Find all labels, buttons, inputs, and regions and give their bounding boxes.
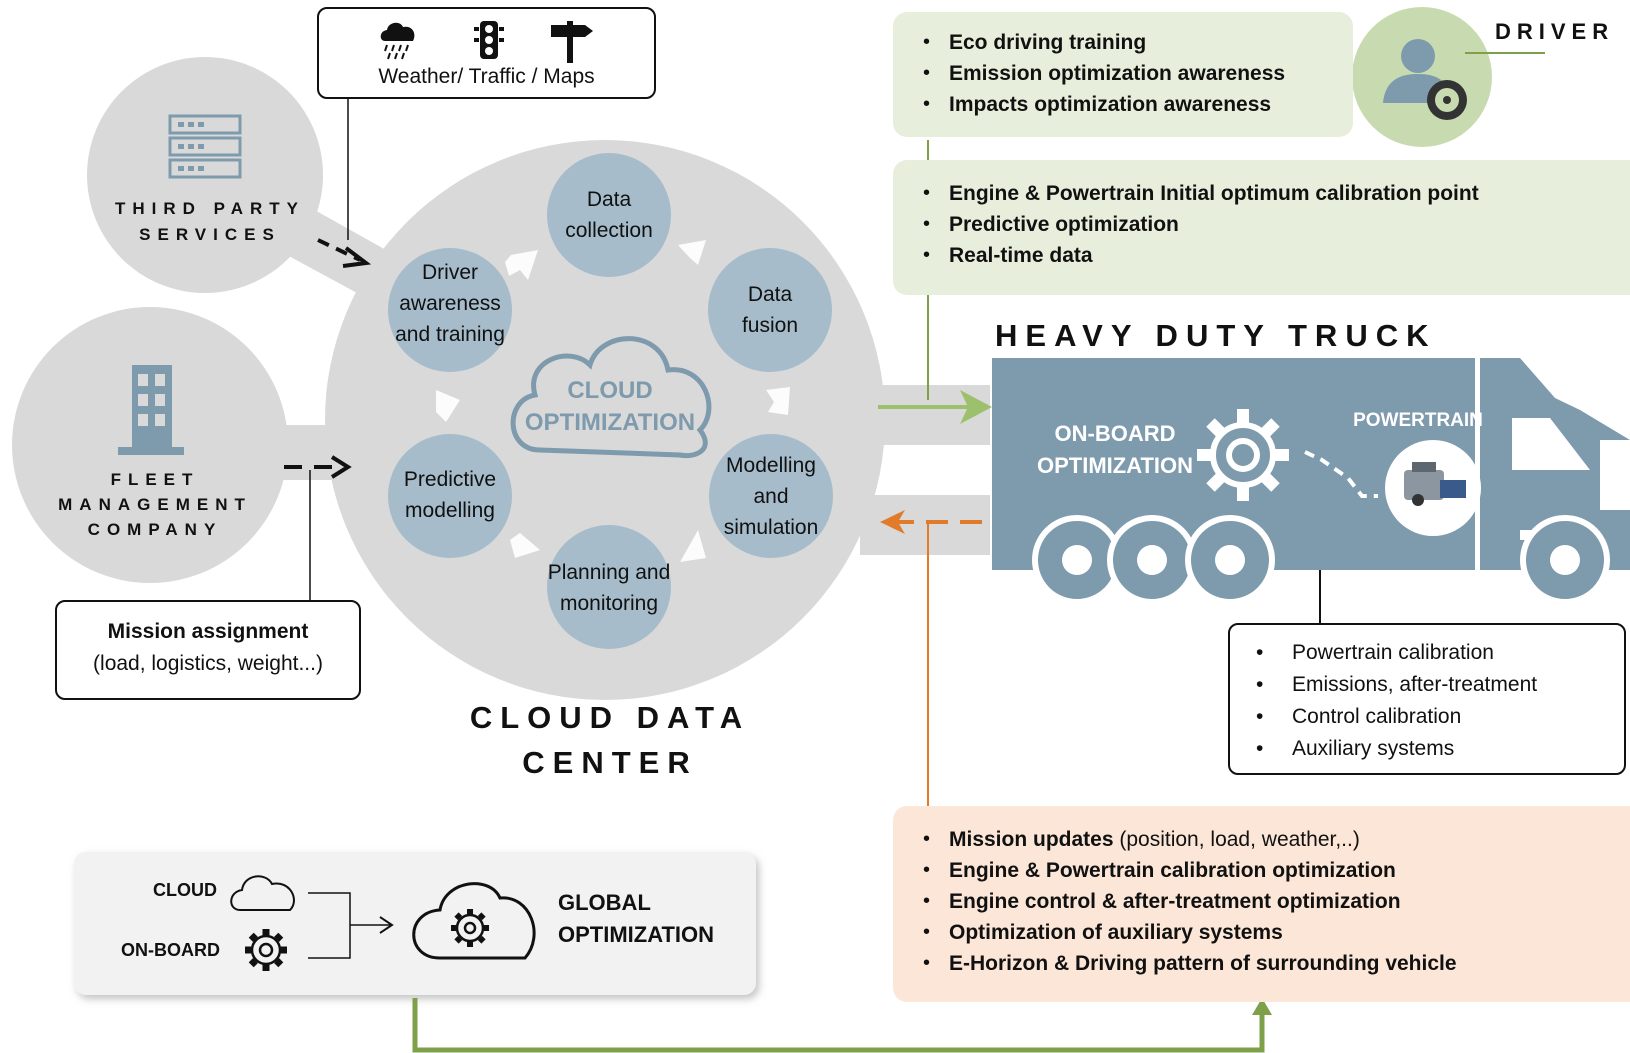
cycle-arrows [436, 240, 790, 562]
node-driver-training-label: Driver awareness and training [395, 260, 505, 346]
legend-cloud-label: CLOUD [153, 880, 217, 900]
node-predictive-label: Predictive modelling [403, 468, 497, 522]
legend-onboard-label: ON-BOARD [121, 940, 220, 960]
driver-item: Eco driving training [893, 27, 1353, 58]
truck-lower-band [860, 495, 990, 555]
global-feedback-arrowhead [1252, 998, 1272, 1015]
calibration-panel: Engine & Powertrain Initial optimum cali… [893, 160, 1630, 295]
updates-item: Mission updates (position, load, weather… [893, 824, 1630, 855]
third-party-circle [87, 57, 323, 293]
mission-box: Mission assignment (load, logistics, wei… [55, 600, 361, 700]
legend-gear-icon [245, 929, 287, 971]
node-data-fusion [708, 248, 832, 372]
global-cloud-icon [412, 882, 536, 960]
driver-item: Impacts optimization awareness [893, 89, 1353, 120]
services-icons [380, 21, 593, 63]
traffic-light-icon [474, 21, 504, 59]
powertrain-item: •Control calibration [1256, 705, 1462, 728]
node-modelling [709, 434, 833, 558]
global-feedback-line [412, 998, 1265, 1053]
powertrain-item: •Auxiliary systems [1256, 737, 1455, 760]
fleet-line3: COMPANY [87, 520, 223, 539]
node-data-collection [547, 153, 671, 277]
legend-cloud-icon [230, 875, 295, 911]
server-icon [168, 114, 242, 179]
legend-connector [308, 892, 390, 959]
services-arrow-line [317, 238, 361, 262]
updates-item: Engine & Powertrain calibration optimiza… [893, 855, 1630, 886]
fleet-arrowhead [330, 455, 352, 479]
engine-icon [1404, 462, 1466, 506]
powertrain-label: POWERTRAIN [1353, 410, 1483, 431]
green-arrowhead [960, 390, 992, 424]
fleet-line1: FLEET [110, 470, 200, 489]
orange-arrowhead [880, 510, 905, 534]
third-party-line1: THIRD PARTY [114, 199, 305, 218]
calibration-item: Predictive optimization [893, 209, 1630, 240]
legend-global-line1: GLOBAL [558, 890, 651, 915]
updates-panel: Mission updates (position, load, weather… [893, 806, 1630, 1002]
third-party-line2: SERVICES [139, 225, 281, 244]
services-arrowhead [342, 246, 372, 268]
services-label: Weather/ Traffic / Maps [378, 65, 595, 88]
powertrain-box: •Powertrain calibration •Emissions, afte… [1228, 623, 1626, 775]
mission-title: Mission assignment [107, 620, 309, 643]
legend-arrowhead [379, 916, 394, 934]
updates-item: Engine control & after-treatment optimiz… [893, 886, 1630, 917]
cloud-rain-icon [380, 22, 415, 60]
updates-item: Optimization of auxiliary systems [893, 917, 1630, 948]
services-box: Weather/ Traffic / Maps [317, 7, 656, 99]
node-data-fusion-label: Data fusion [741, 283, 799, 337]
driver-item: Emission optimization awareness [893, 58, 1353, 89]
calibration-item: Engine & Powertrain Initial optimum cali… [893, 178, 1630, 209]
node-driver-training [388, 248, 512, 372]
cloud-optimization-icon [510, 336, 712, 459]
powertrain-item: •Emissions, after-treatment [1256, 673, 1538, 696]
mission-subtitle: (load, logistics, weight...) [93, 652, 323, 675]
node-predictive [388, 434, 512, 558]
cloud-optimization-label: CLOUD OPTIMIZATION [524, 377, 696, 436]
truck-title: HEAVY DUTY TRUCK [995, 318, 1437, 353]
cloud-data-center-line2: CENTER [522, 745, 698, 780]
global-gear-icon [451, 909, 489, 947]
onboard-label: ON-BOARD OPTIMIZATION [1036, 421, 1194, 478]
signpost-icon [551, 21, 593, 63]
node-data-collection-label: Data collection [565, 188, 653, 242]
driver-icon [1383, 39, 1467, 120]
node-planning-label: Planning and monitoring [547, 561, 671, 615]
cloud-data-center-line1: CLOUD DATA [469, 700, 751, 735]
updates-item: E-Horizon & Driving pattern of surroundi… [893, 948, 1630, 979]
legend-global-line2: OPTIMIZATION [558, 922, 715, 947]
driver-panel: Eco driving training Emission optimizati… [893, 12, 1353, 137]
building-icon [118, 365, 184, 455]
onboard-gear-icon [1197, 409, 1289, 501]
fleet-line2: MANAGEMENT [58, 495, 252, 514]
driver-label: DRIVER [1495, 19, 1615, 44]
node-planning [547, 525, 671, 649]
node-modelling-label: Modelling and simulation [723, 453, 819, 539]
powertrain-item: •Powertrain calibration [1256, 641, 1494, 664]
calibration-item: Real-time data [893, 240, 1630, 271]
